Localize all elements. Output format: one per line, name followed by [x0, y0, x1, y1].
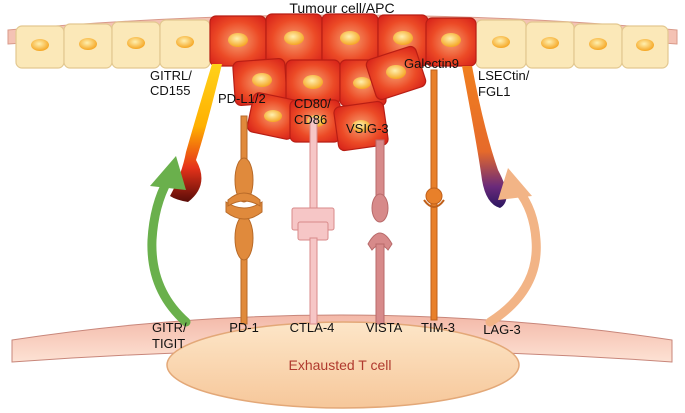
ctla4-receptor: [297, 221, 329, 325]
pd1-receptor: [225, 201, 263, 325]
tumour-cell-label: Tumour cell/APC: [289, 0, 394, 16]
vista-label: VISTA: [366, 320, 403, 335]
t-cell-label: Exhausted T cell: [289, 357, 392, 373]
lag3-arrow-head: [498, 168, 532, 200]
exhausted-t-cell: [166, 321, 520, 409]
lag3-arrow-shaft: [485, 185, 541, 327]
galectin-label: Galectin9: [404, 56, 459, 71]
ctla4-label: CTLA-4: [290, 320, 335, 335]
lsectin-ligand: [462, 66, 507, 208]
vsig3-ligand: [371, 139, 389, 223]
gitrl-label-line2: CD155: [150, 83, 190, 98]
vista-receptor: [367, 232, 393, 325]
cd80-label-line2: CD86: [294, 112, 327, 127]
normal-cells-right: [475, 19, 669, 69]
pdl-label: PD-L1/2: [218, 91, 266, 106]
lsectin-label-line1: LSECtin/: [478, 68, 530, 83]
lag3-label: LAG-3: [483, 322, 521, 337]
gitr-label-line1: GITR/: [152, 320, 187, 335]
tim3-receptor: [423, 69, 445, 321]
cd80-label-line1: CD80/: [294, 96, 331, 111]
pd1-label: PD-1: [229, 320, 259, 335]
lsectin-label-line2: FGL1: [478, 84, 511, 99]
gitrl-ligand: [170, 64, 222, 202]
normal-cells-left: [15, 19, 211, 69]
gitr-arrow-shaft: [147, 175, 191, 327]
gitrl-label-line1: GITRL/: [150, 68, 192, 83]
gitr-label-line2: TIGIT: [152, 336, 185, 351]
pdl-ligand: [227, 115, 261, 207]
gitr-arrow-head: [150, 156, 186, 190]
tumour-nuclei: [228, 31, 461, 132]
tim3-label: TIM-3: [421, 320, 455, 335]
vsig-label: VSIG-3: [346, 121, 389, 136]
